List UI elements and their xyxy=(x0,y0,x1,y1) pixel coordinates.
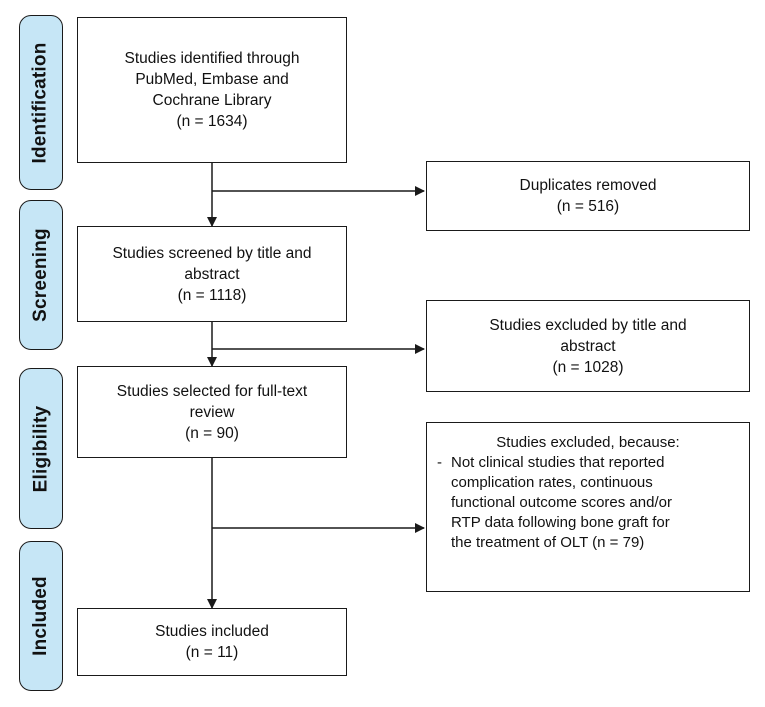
identified-line-2: PubMed, Embase and xyxy=(135,71,289,88)
screened-count: (n = 1118) xyxy=(177,286,247,304)
screened-line-1: Studies screened by title and xyxy=(112,244,312,262)
identified-line-1: Studies identified through xyxy=(124,50,300,67)
box-excluded-title-abstract: Studies excluded by title and abstract (… xyxy=(426,300,750,392)
box-excluded-reasons: Studies excluded, because: - Not clinica… xyxy=(426,422,750,592)
duplicates-count: (n = 516) xyxy=(556,198,620,215)
identified-line-3: Cochrane Library xyxy=(152,92,272,109)
selected-count: (n = 90) xyxy=(185,424,239,442)
excluded-reasons-item-text: Not clinical studies that reported compl… xyxy=(451,453,672,553)
excluded-title-abstract-line-2: abstract xyxy=(560,337,616,355)
phase-included: Included xyxy=(19,541,63,691)
selected-line-1: Studies selected for full-text xyxy=(116,382,308,400)
excluded-reasons-heading: Studies excluded, because: xyxy=(496,434,680,451)
duplicates-line-1: Duplicates removed xyxy=(519,177,657,194)
excluded-reasons-item: - Not clinical studies that reported com… xyxy=(437,453,739,553)
excluded-reasons-line-1: Not clinical studies that reported xyxy=(451,454,665,471)
phase-eligibility-label: Eligibility xyxy=(30,405,51,492)
box-studies-identified: Studies identified through PubMed, Embas… xyxy=(77,17,347,163)
included-count: (n = 11) xyxy=(185,644,239,661)
phase-identification-label: Identification xyxy=(30,41,51,164)
box-studies-included: Studies included (n = 11) xyxy=(77,608,347,676)
excluded-title-abstract-count: (n = 1028) xyxy=(552,358,624,376)
phase-identification: Identification xyxy=(19,15,63,190)
box-studies-screened: Studies screened by title and abstract (… xyxy=(77,226,347,322)
phase-screening: Screening xyxy=(19,200,63,350)
identified-count: (n = 1634) xyxy=(176,113,248,130)
selected-line-2: review xyxy=(189,403,235,421)
excluded-reasons-line-4: RTP data following bone graft for xyxy=(451,514,670,531)
box-duplicates-removed: Duplicates removed (n = 516) xyxy=(426,161,750,231)
excluded-reasons-line-5: the treatment of OLT (n = 79) xyxy=(451,534,645,551)
excluded-reasons-line-2: complication rates, continuous xyxy=(451,474,653,491)
excluded-reasons-bullet: - xyxy=(437,454,442,471)
included-line-1: Studies included xyxy=(155,623,269,640)
phase-included-label: Included xyxy=(30,576,51,656)
screened-line-2: abstract xyxy=(184,265,240,283)
phase-eligibility: Eligibility xyxy=(19,368,63,529)
excluded-reasons-line-3: functional outcome scores and/or xyxy=(451,494,672,511)
phase-screening-label: Screening xyxy=(30,228,52,322)
box-studies-selected: Studies selected for full-text review (n… xyxy=(77,366,347,458)
excluded-title-abstract-line-1: Studies excluded by title and xyxy=(489,316,687,334)
